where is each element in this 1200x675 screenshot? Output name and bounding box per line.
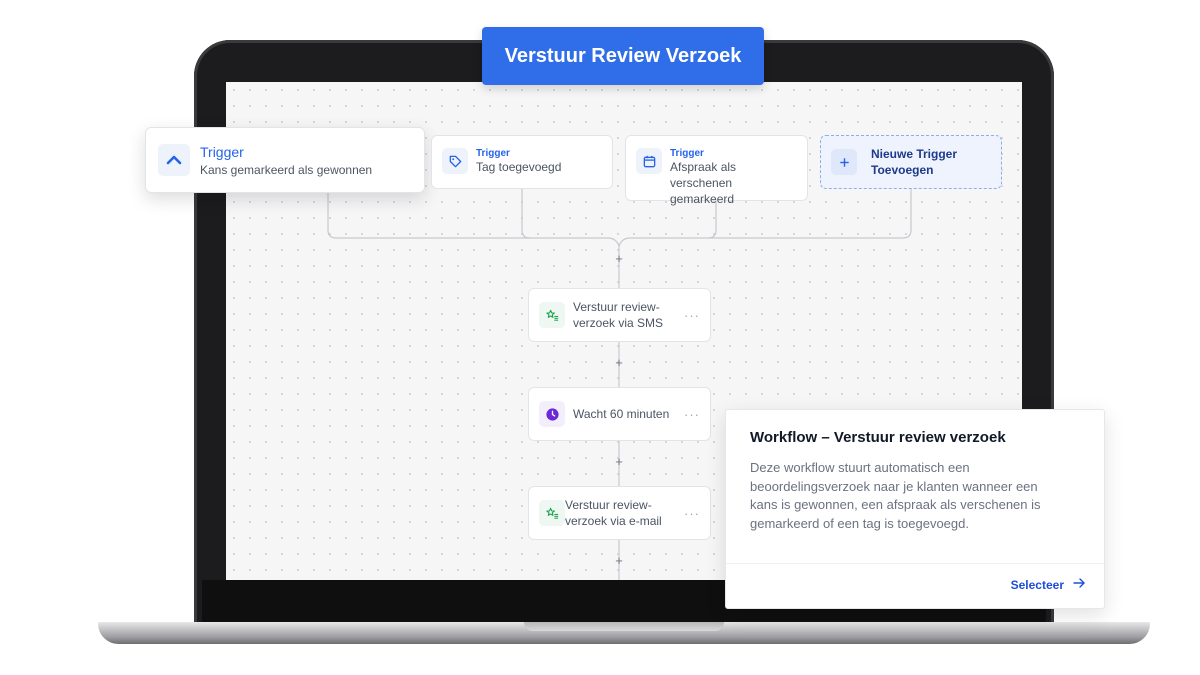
tag-icon — [442, 148, 468, 174]
more-options-icon[interactable]: ··· — [684, 307, 700, 323]
select-label: Selecteer — [1010, 577, 1064, 592]
chevron-up-icon — [158, 144, 190, 176]
workflow-title-banner: Verstuur Review Verzoek — [482, 27, 764, 85]
action-label: Verstuur review-verzoek via e-mail — [565, 498, 662, 528]
plus-icon — [831, 149, 857, 175]
workflow-info-panel: Workflow – Verstuur review verzoek Deze … — [725, 409, 1105, 609]
info-title: Workflow – Verstuur review verzoek — [750, 429, 1006, 446]
more-options-icon[interactable]: ··· — [684, 406, 700, 422]
add-trigger-button[interactable]: Nieuwe Trigger Toevoegen — [820, 135, 1002, 189]
action-card-sms[interactable]: Verstuur review-verzoek via SMS ··· — [528, 288, 711, 342]
trigger-tag: Trigger — [200, 143, 244, 160]
trigger-label: Afspraak als verschenen gemarkeerd — [670, 160, 737, 206]
trigger-label: Kans gemarkeerd als gewonnen — [200, 162, 373, 177]
action-card-email[interactable]: Verstuur review-verzoek via e-mail ··· — [528, 486, 711, 540]
trigger-card-tag-added[interactable]: Trigger Tag toegevoegd — [431, 135, 613, 189]
laptop-base — [98, 622, 1150, 644]
laptop-notch — [524, 622, 724, 631]
star-list-icon — [539, 500, 565, 526]
more-options-icon[interactable]: ··· — [684, 505, 700, 521]
arrow-right-icon — [1072, 576, 1086, 593]
add-trigger-label: Nieuwe Trigger Toevoegen — [871, 147, 958, 177]
trigger-card-appointment-showed[interactable]: Trigger Afspraak als verschenen gemarkee… — [625, 135, 808, 206]
clock-icon — [539, 401, 565, 427]
divider — [726, 563, 1104, 564]
trigger-label: Tag toegevoegd — [476, 160, 562, 174]
info-description: Deze workflow stuurt automatisch een beo… — [750, 460, 1041, 531]
trigger-tag: Trigger — [476, 148, 510, 159]
add-step-button[interactable]: + — [615, 454, 623, 469]
calendar-icon — [636, 148, 662, 174]
banner-title: Verstuur Review Verzoek — [504, 44, 742, 67]
add-step-button[interactable]: + — [615, 355, 623, 370]
star-list-icon — [539, 302, 565, 328]
select-button[interactable]: Selecteer — [1011, 576, 1086, 593]
action-label: Verstuur review-verzoek via SMS — [573, 300, 664, 330]
trigger-tag: Trigger — [670, 148, 704, 159]
action-card-wait[interactable]: Wacht 60 minuten ··· — [528, 387, 711, 441]
add-step-button[interactable]: + — [615, 553, 623, 568]
trigger-card-opportunity-won[interactable]: Trigger Kans gemarkeerd als gewonnen — [145, 127, 425, 193]
add-step-button[interactable]: + — [615, 251, 623, 266]
action-label: Wacht 60 minuten — [573, 407, 670, 421]
